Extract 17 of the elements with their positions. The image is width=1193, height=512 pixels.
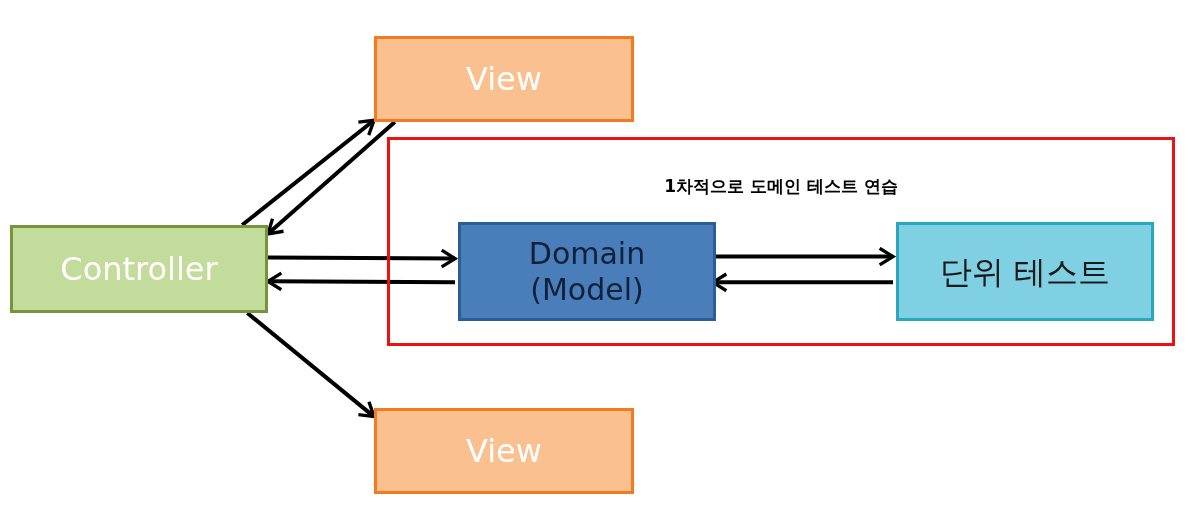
arrow [268, 248, 457, 269]
group-frame [387, 137, 1175, 346]
node-label: Controller [60, 249, 218, 290]
arrow [266, 120, 397, 236]
unit-test-box [896, 222, 1154, 321]
node-label: View [466, 431, 542, 472]
controller-box [10, 225, 268, 313]
view-box [374, 36, 634, 122]
arrow [246, 311, 376, 419]
view-box [374, 408, 634, 494]
arrow [240, 118, 376, 227]
node-label: 1차적으로 도메인 테스트 연습 [664, 175, 898, 198]
node-label: View [466, 59, 542, 100]
arrow [266, 271, 455, 292]
node-label: 단위 테스트 [939, 251, 1111, 293]
domain-box [458, 222, 716, 321]
node-label: Domain (Model) [527, 235, 647, 308]
